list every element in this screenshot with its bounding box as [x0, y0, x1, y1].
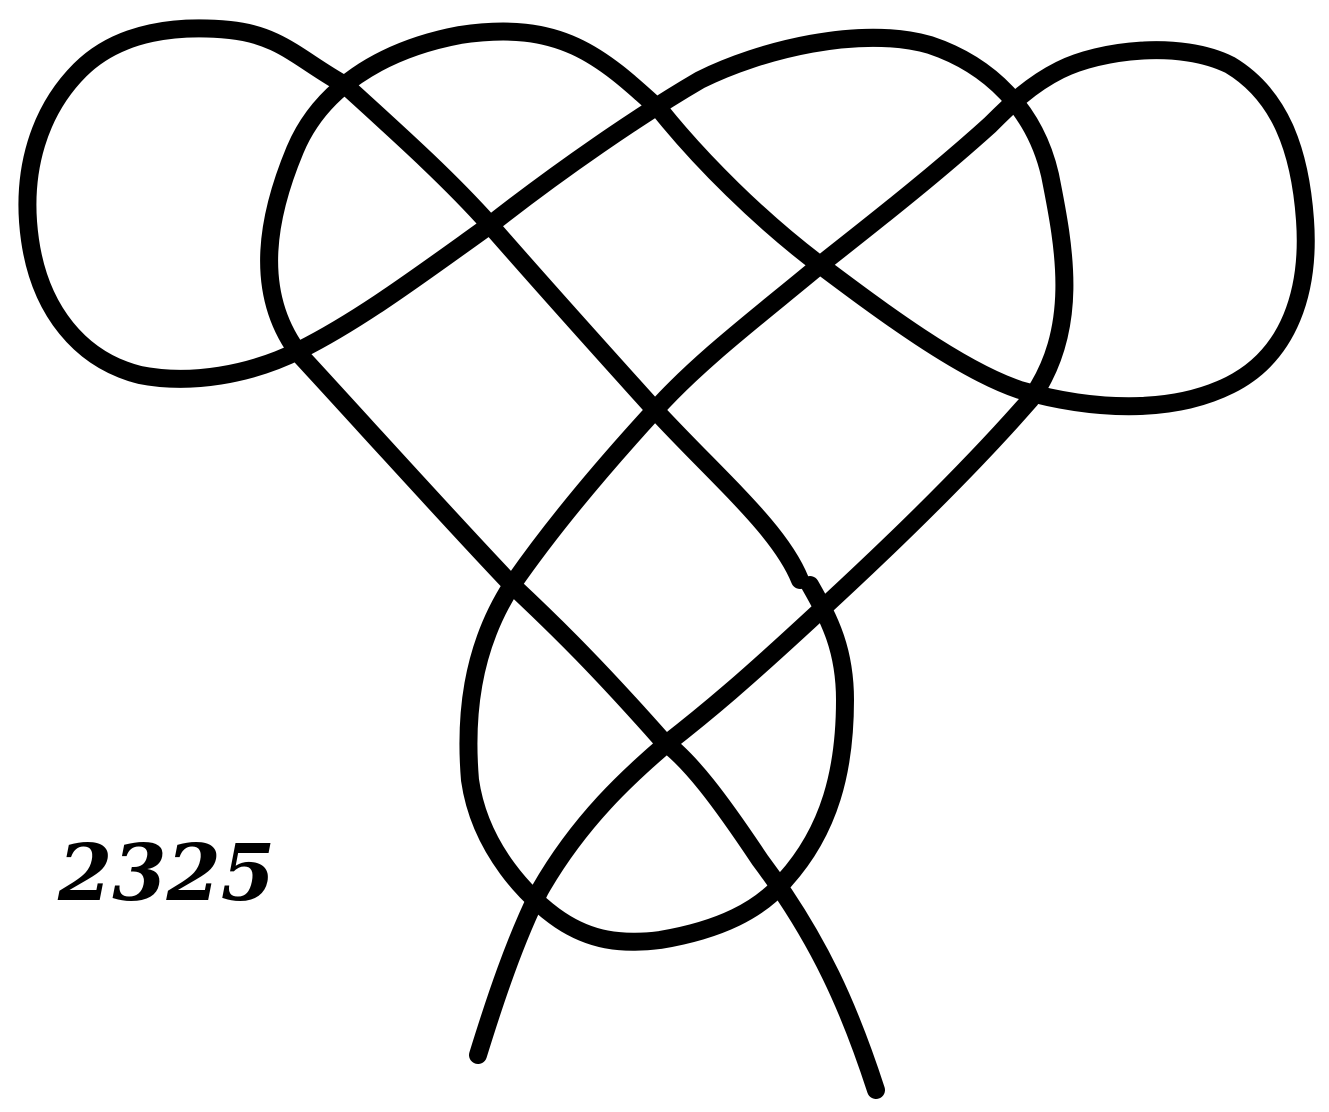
knot-number-label: 2325 — [57, 828, 275, 919]
